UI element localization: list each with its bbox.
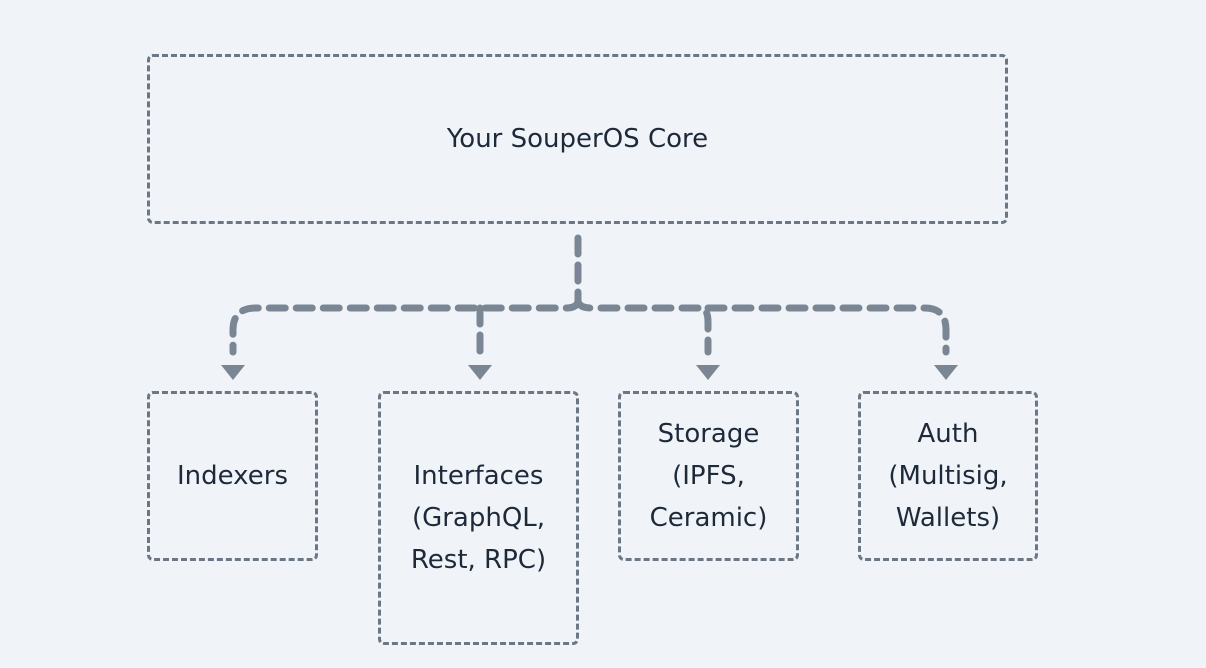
indexers-label: Indexers <box>176 461 288 491</box>
arrowhead-auth <box>934 365 958 380</box>
interfaces-box: Interfaces (GraphQL, Rest, RPC) <box>378 391 579 645</box>
arrowhead-interfaces <box>468 365 492 380</box>
interfaces-label: Interfaces (GraphQL, Rest, RPC) <box>410 461 547 575</box>
core-label: Your SouperOS Core <box>446 124 709 154</box>
core-box: Your SouperOS Core <box>147 54 1008 224</box>
storage-box: Storage (IPFS, Ceramic) <box>618 391 799 561</box>
connector-to-storage <box>574 296 712 356</box>
auth-label: Auth (Multisig, Wallets) <box>888 419 1008 533</box>
connector-to-auth <box>704 304 950 356</box>
connector-to-indexers <box>229 296 582 356</box>
arrowhead-indexers <box>221 365 245 380</box>
auth-box: Auth (Multisig, Wallets) <box>858 391 1038 561</box>
storage-label: Storage (IPFS, Ceramic) <box>649 419 768 533</box>
arrowhead-storage <box>696 365 720 380</box>
indexers-box: Indexers <box>147 391 318 561</box>
